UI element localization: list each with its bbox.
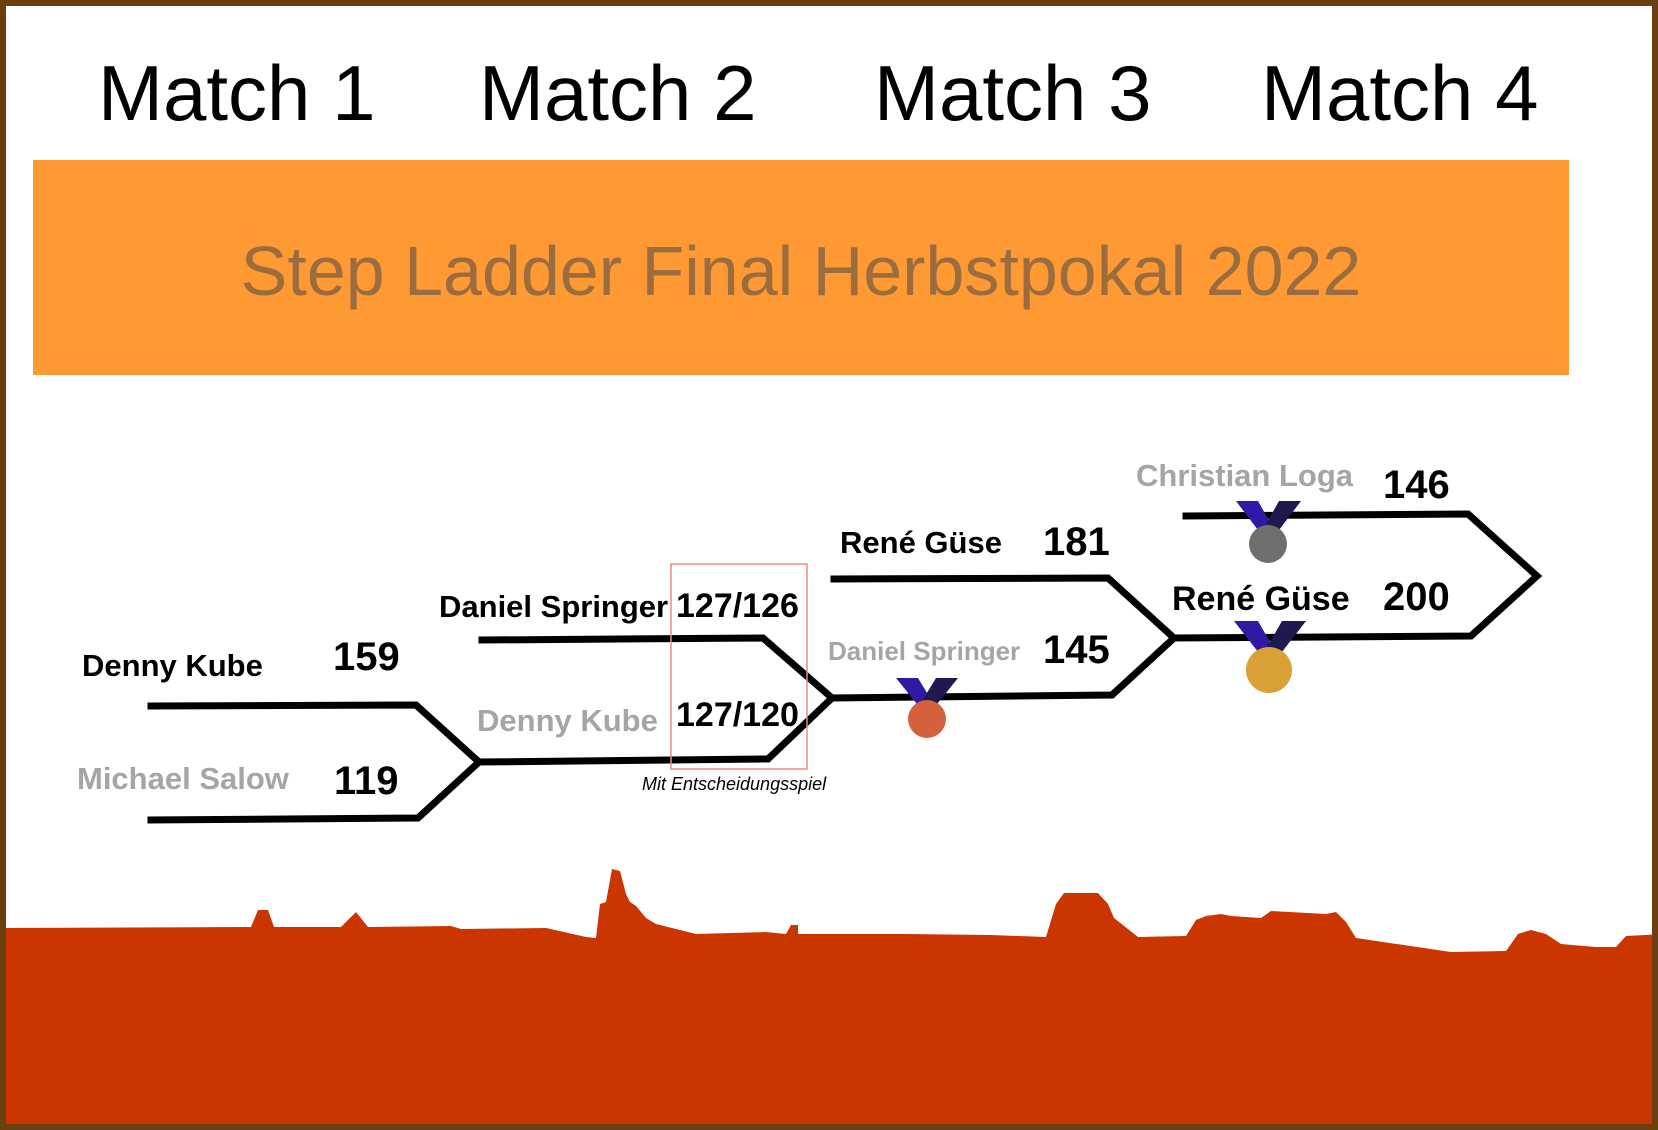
match-2-player-top: Daniel Springer: [439, 589, 669, 624]
banner-title: Step Ladder Final Herbstpokal 2022: [240, 232, 1362, 310]
match-4-bracket: [1170, 510, 1543, 642]
bracket-lines: [147, 510, 1543, 824]
match-4-score-top: 146: [1383, 463, 1450, 507]
match-2-score-bottom: 127/120: [676, 696, 799, 734]
match-3-heading: Match 3: [874, 49, 1152, 137]
match-2-heading: Match 2: [479, 49, 757, 137]
gold-medal-icon: [1234, 621, 1306, 693]
match-3-player-top: René Güse: [840, 525, 1002, 560]
match-3-score-top: 181: [1043, 520, 1110, 564]
tiebreak-note-text: Mit Entscheidungsspiel: [642, 774, 827, 794]
match-4-heading: Match 4: [1261, 49, 1539, 137]
match-3-player-bottom: Daniel Springer: [828, 636, 1021, 666]
match-3-score-bottom: 145: [1043, 628, 1110, 672]
tiebreak-note: Mit Entscheidungsspiel: [642, 773, 827, 796]
match-4-player-bottom: René Güse: [1172, 580, 1350, 618]
match-1-player-bottom: Michael Salow: [77, 761, 289, 796]
match-1-player-top: Denny Kube: [82, 648, 263, 683]
tiebreak-highlight-box: [670, 563, 808, 770]
match-4-score-bottom: 200: [1383, 575, 1450, 619]
match-1-heading: Match 1: [98, 49, 376, 137]
match-1-score-top: 159: [333, 635, 400, 679]
bracket-diagram: [6, 501, 1652, 1124]
match-2-player-bottom: Denny Kube: [477, 703, 658, 738]
match-4-player-top: Christian Loga: [1136, 458, 1354, 493]
match-1-score-bottom: 119: [334, 759, 399, 803]
match-2-score-top: 127/126: [676, 587, 799, 625]
bronze-medal-icon: [896, 678, 958, 738]
city-skyline: [6, 869, 1652, 1124]
title-banner: Step Ladder Final Herbstpokal 2022: [33, 160, 1569, 375]
silver-medal-icon: [1236, 501, 1301, 563]
